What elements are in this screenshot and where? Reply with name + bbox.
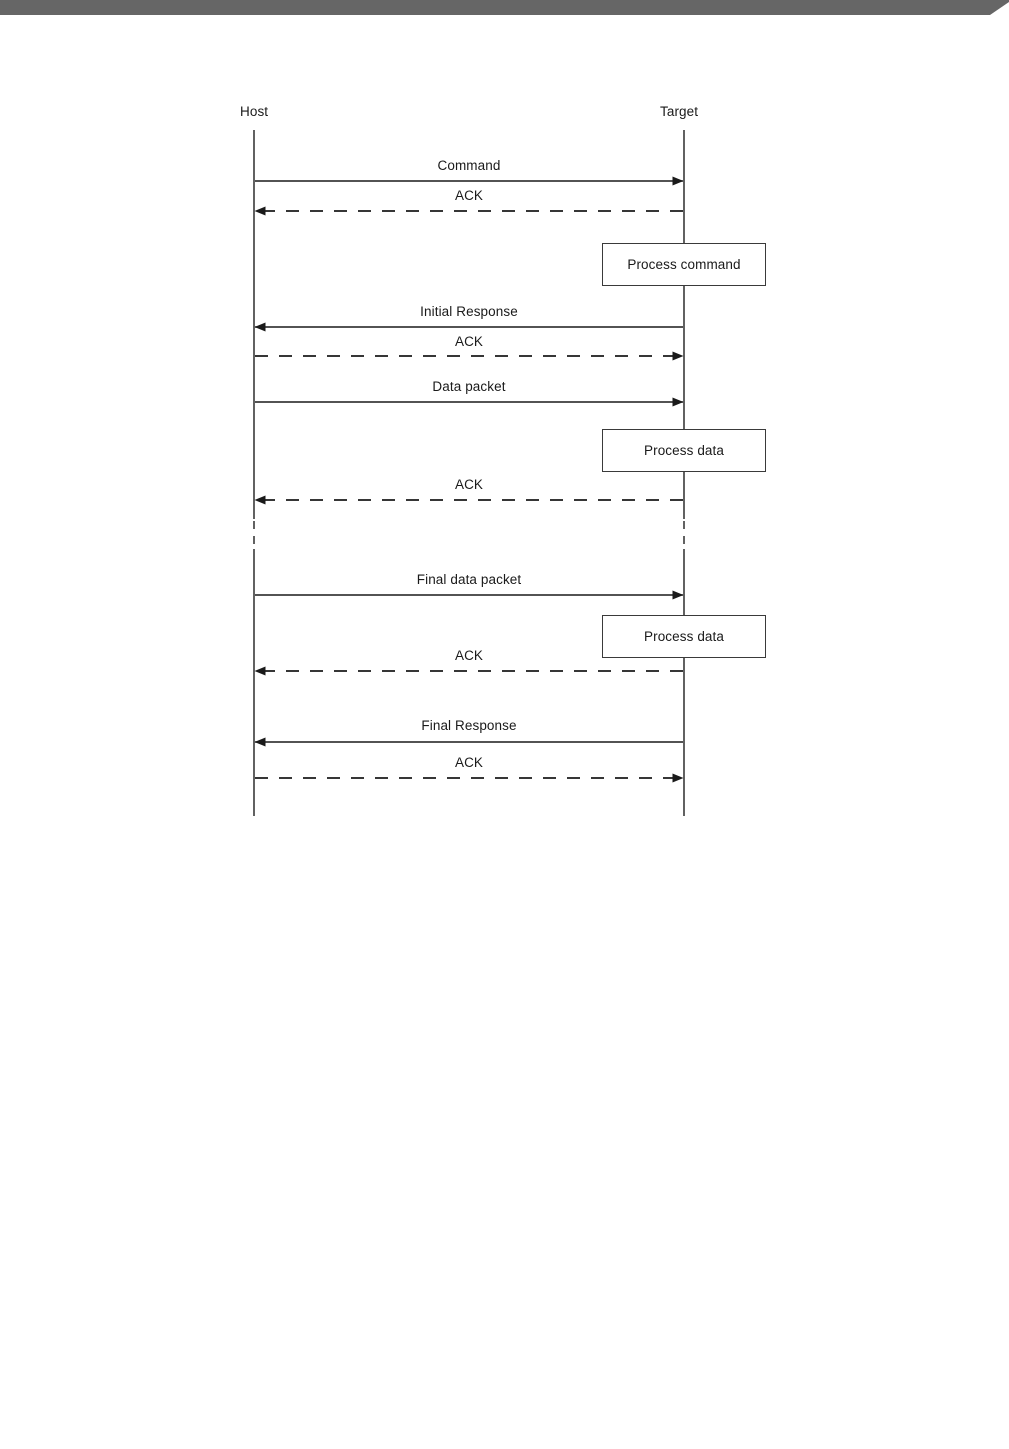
message-label-ack-1: ACK xyxy=(454,188,484,203)
message-label-initial-response: Initial Response xyxy=(420,304,518,319)
process-box-process-command: Process command xyxy=(602,243,766,286)
participant-label-target: Target xyxy=(660,104,699,119)
top-banner xyxy=(0,0,1009,15)
message-label-ack-2: ACK xyxy=(454,334,484,349)
message-label-ack-5: ACK xyxy=(454,755,484,770)
message-label-final-response: Final Response xyxy=(421,718,517,733)
message-label-command: Command xyxy=(437,158,501,173)
message-label-final-data-packet: Final data packet xyxy=(416,572,522,587)
sequence-diagram: Host Target Command ACK Initial Response… xyxy=(240,104,766,816)
participant-label-host: Host xyxy=(240,104,269,119)
process-box-process-data-1: Process data xyxy=(602,429,766,472)
process-box-process-data-2: Process data xyxy=(602,615,766,658)
message-label-ack-4: ACK xyxy=(454,648,484,663)
message-label-ack-3: ACK xyxy=(454,477,484,492)
message-label-data-packet: Data packet xyxy=(432,379,506,394)
